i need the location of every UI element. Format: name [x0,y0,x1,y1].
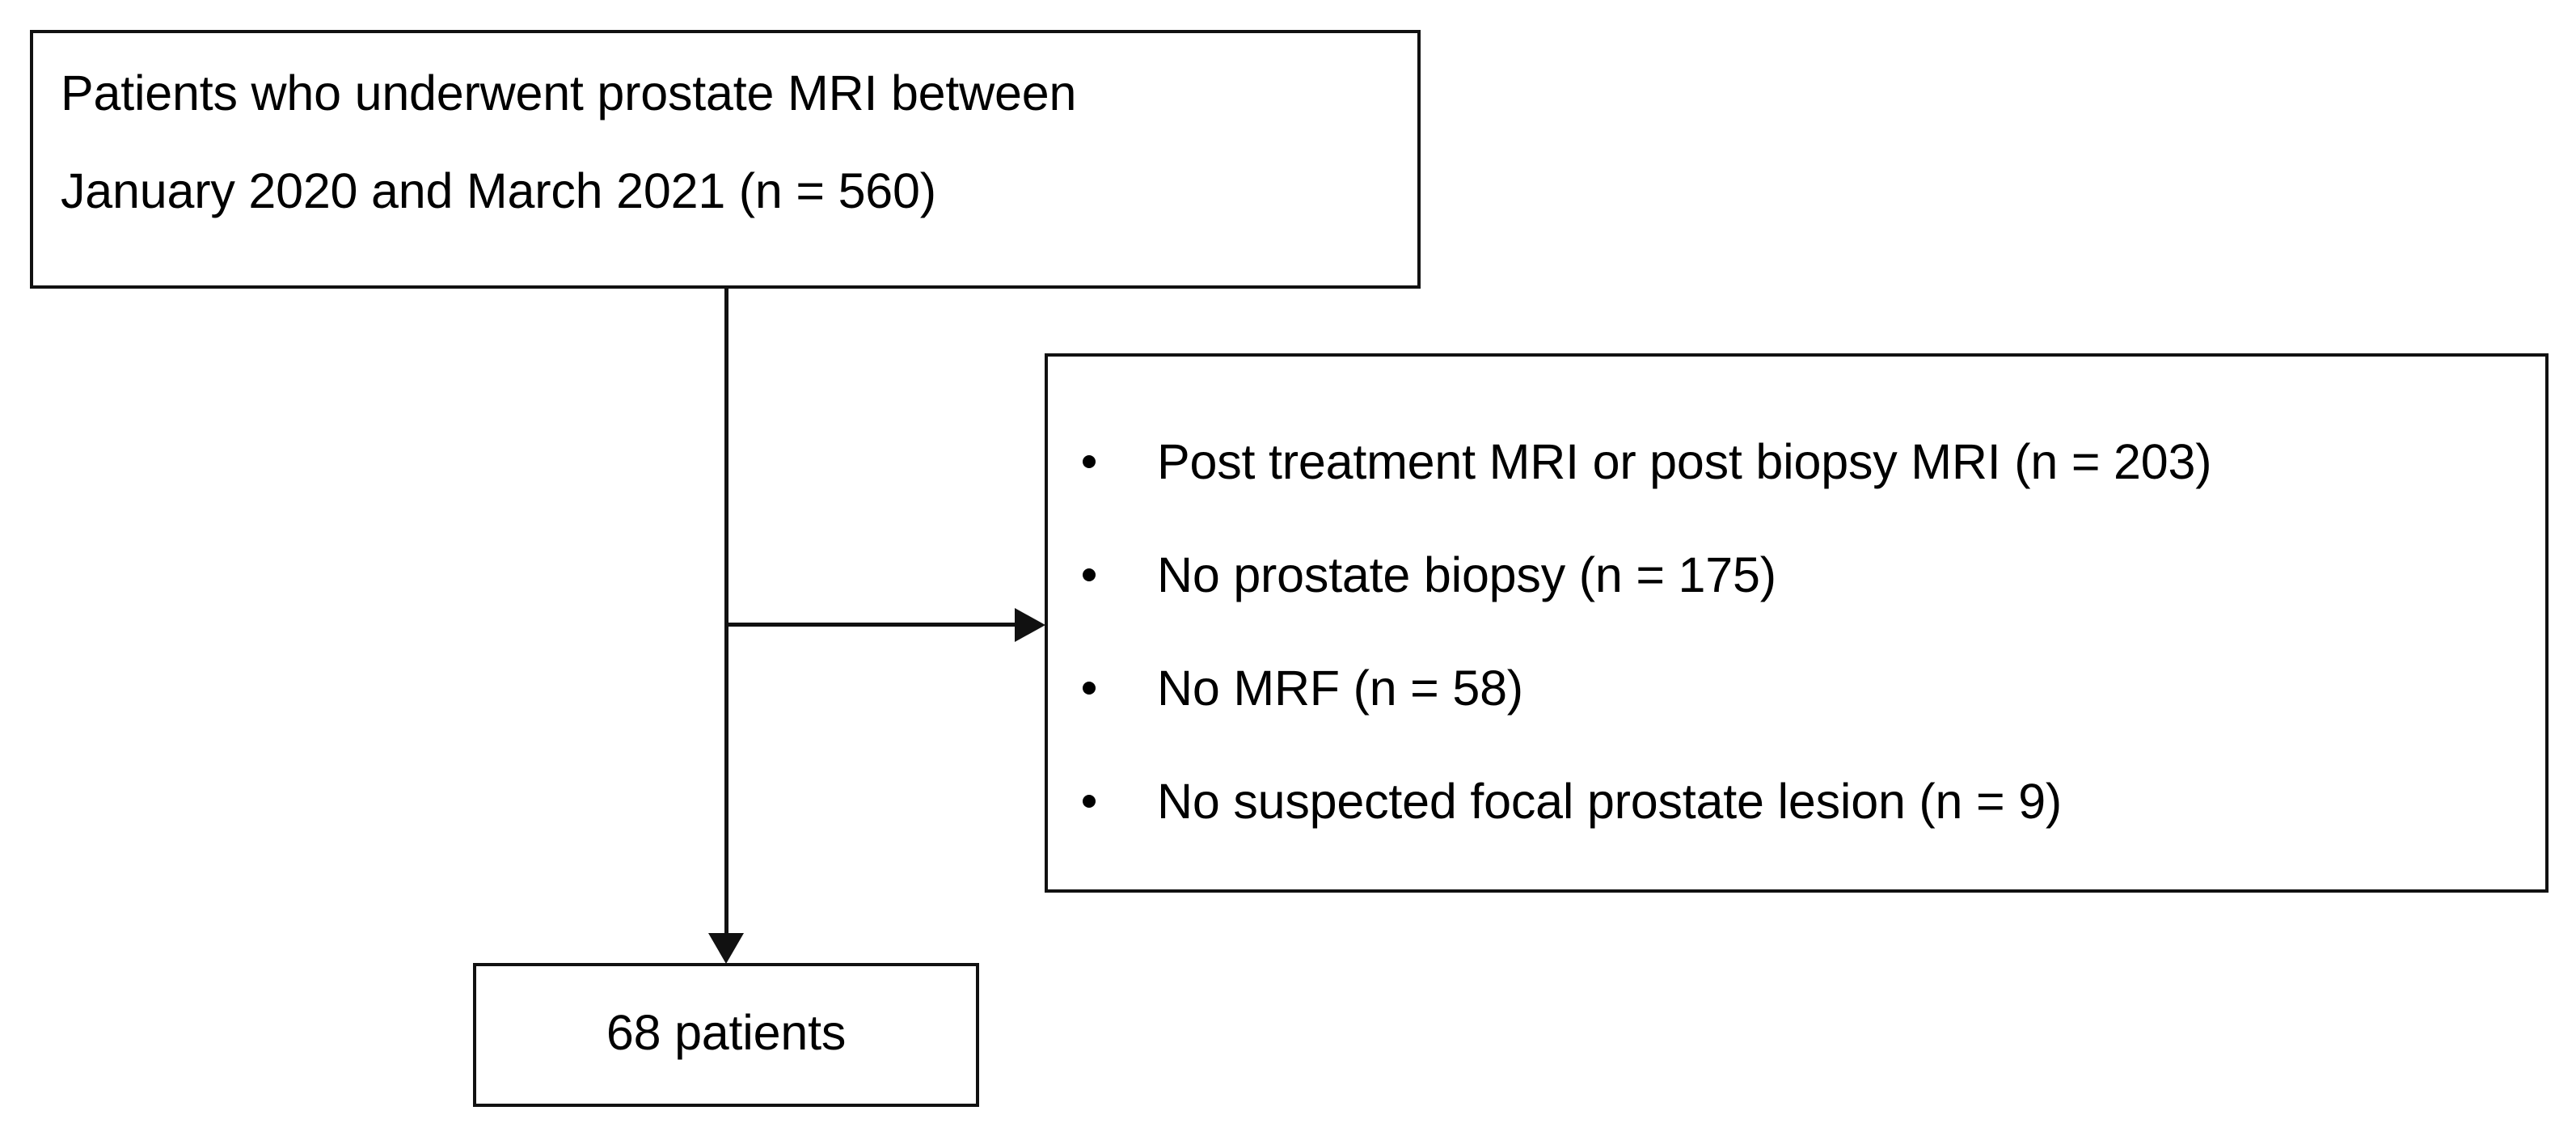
source-box-line-1: Patients who underwent prostate MRI betw… [61,65,1077,120]
arrowhead-down-icon [708,933,744,964]
bullet-dot-icon [1083,795,1096,808]
list-item: Post treatment MRI or post biopsy MRI (n… [1083,433,2212,489]
bullet-dot-icon [1083,455,1096,468]
arrowhead-right-icon [1015,608,1045,642]
exclusion-item-label: No MRF (n = 58) [1157,660,1523,716]
result-box-label: 68 patients [606,1005,847,1060]
list-item: No MRF (n = 58) [1083,663,1523,713]
exclusion-item-label: No prostate biopsy (n = 175) [1157,547,1776,602]
connector-horizontal-line [726,623,1038,627]
result-box: 68 patients [473,963,979,1107]
exclusion-bullet-list: Post treatment MRI or post biopsy MRI (n… [1048,357,2545,889]
exclusion-box: Post treatment MRI or post biopsy MRI (n… [1045,353,2549,893]
list-item: No suspected focal prostate lesion (n = … [1083,776,2062,826]
source-box: Patients who underwent prostate MRI betw… [30,30,1421,289]
source-box-line-2: January 2020 and March 2021 (n = 560) [61,163,936,218]
exclusion-item-label: No suspected focal prostate lesion (n = … [1157,773,2063,829]
list-item: No prostate biopsy (n = 175) [1083,550,1776,600]
bullet-dot-icon [1083,682,1096,695]
exclusion-item-label: Post treatment MRI or post biopsy MRI (n… [1157,433,2212,489]
connector-vertical-line [724,288,728,935]
bullet-dot-icon [1083,568,1096,581]
